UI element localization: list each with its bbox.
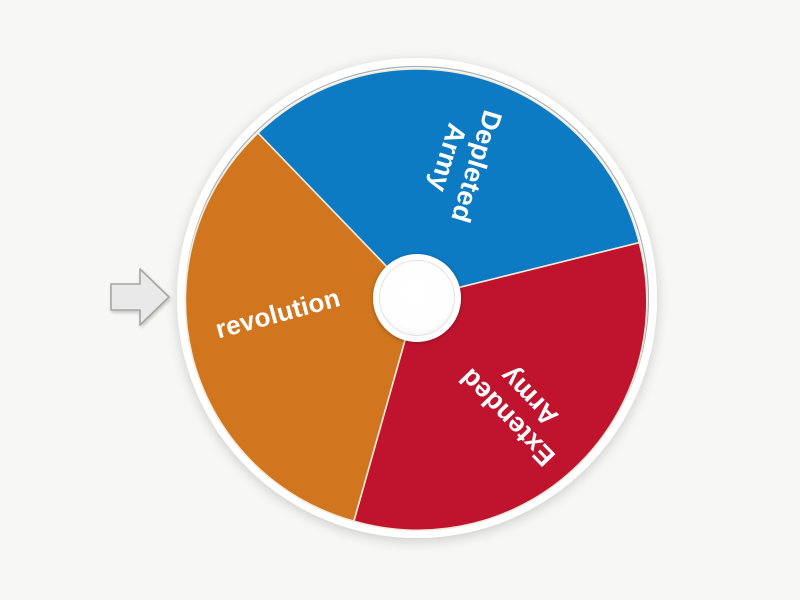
spin-pointer [108,262,174,332]
arrow-right-icon [110,268,170,326]
wheel-segment-depleted-army[interactable] [256,68,641,299]
wheel-hub[interactable] [379,260,455,336]
wheel-segment-revolution[interactable] [184,131,418,523]
